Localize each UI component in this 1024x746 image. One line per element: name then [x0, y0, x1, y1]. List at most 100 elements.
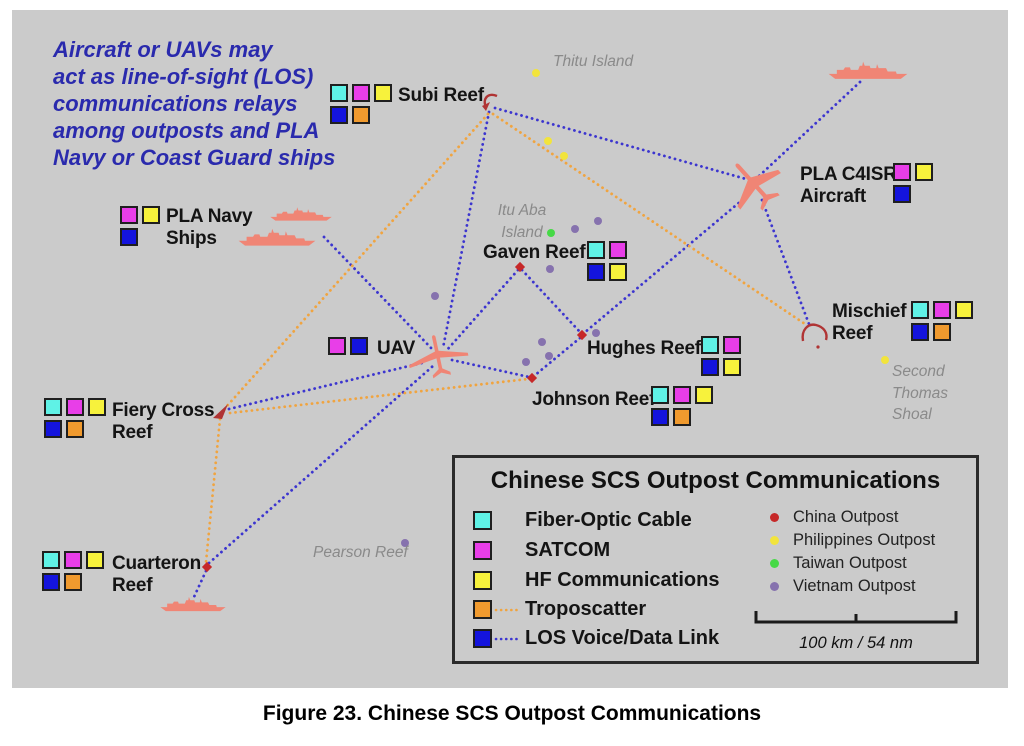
mischief-reef-tropo-square — [933, 323, 951, 341]
place-label-pearson-reef: Pearson Reef — [313, 542, 408, 564]
los-link-cuarteron-reef-uav — [207, 364, 435, 565]
hughes-reef-satcom-square — [723, 336, 741, 354]
outpost-label-gaven-reef: Gaven Reef — [483, 242, 586, 264]
scale-bar-icon — [754, 611, 958, 624]
fiery-cross-reef-hf-square — [88, 398, 106, 416]
outpost-label-line: Reef — [832, 322, 873, 344]
pla-c4isr-aircraft-los-square — [893, 185, 911, 203]
taiwan-dot-icon — [770, 558, 779, 568]
cuarteron-reef-satcom-square — [64, 551, 82, 569]
vietnam-outpost-dot — [522, 358, 530, 366]
scale-label: 100 km / 54 nm — [799, 634, 913, 652]
legend-outpost-china: China Outpost — [767, 507, 899, 526]
scale-bar — [751, 608, 961, 628]
fiery-cross-reef-los-square — [44, 420, 62, 438]
tropo-link-subi-reef-mischief-reef — [491, 112, 807, 326]
ship-south-ship-icon — [160, 596, 226, 612]
legend-outpost-label: Taiwan Outpost — [793, 553, 907, 572]
outpost-label-line: Gaven Reef — [483, 242, 586, 263]
annotation-line: among outposts and PLA — [53, 118, 320, 143]
fiery-cross-marker-icon — [213, 404, 228, 419]
legend-item-label: Troposcatter — [525, 598, 647, 620]
hughes-reef-fiber-square — [701, 336, 719, 354]
vietnam-outpost-dot — [545, 352, 553, 360]
tropo-link-subi-reef-fiery-cross-reef — [225, 112, 490, 408]
los-link-gaven-reef-hughes-reef — [520, 268, 582, 334]
los-link-gaven-reef-uav — [445, 268, 520, 352]
china-dot-icon — [770, 512, 779, 522]
pla-c4isr-plane-aircraft-icon — [735, 163, 781, 211]
outpost-label-hughes-reef: Hughes Reef — [587, 338, 701, 360]
gaven-reef-satcom-square — [609, 241, 627, 259]
cuarteron-reef-fiber-square — [42, 551, 60, 569]
fiery-cross-reef-fiber-square — [44, 398, 62, 416]
los-link-cuarteron-reef-ship-south — [192, 569, 208, 599]
uav-satcom-square — [328, 337, 346, 355]
legend-outpost-vietnam: Vietnam Outpost — [767, 577, 916, 595]
outpost-label-line: Aircraft — [800, 185, 866, 207]
place-label-line: Pearson Reef — [313, 544, 408, 561]
hughes-reef-hf-square — [723, 358, 741, 376]
mischief-reef-outline-dot-icon — [816, 345, 820, 349]
los-link-uav-johnson-reef — [450, 358, 531, 379]
annotation-line: act as line-of-sight (LOS) — [53, 64, 314, 89]
vietnam-dot-icon — [770, 581, 779, 591]
cuarteron-reef-los-square — [42, 573, 60, 591]
outpost-label-line: PLA C4ISR — [800, 164, 897, 185]
johnson-reef-fiber-square — [651, 386, 669, 404]
vietnam-outpost-dot — [571, 225, 579, 233]
legend-outpost-label: China Outpost — [793, 507, 899, 526]
fiery-cross-reef-satcom-square — [66, 398, 84, 416]
outpost-label-line: PLA Navy — [166, 206, 253, 227]
outpost-label-line: Cuarteron — [112, 553, 201, 574]
outpost-label-line: Reef — [112, 574, 153, 596]
legend-title: Chinese SCS Outpost Communications — [490, 467, 941, 494]
subi-reef-los-square — [330, 106, 348, 124]
subi-reef-satcom-square — [352, 84, 370, 102]
legend-item-label: LOS Voice/Data Link — [525, 627, 720, 649]
subi-reef-tropo-square — [352, 106, 370, 124]
outpost-label-johnson-reef: Johnson Reef — [532, 389, 655, 411]
vietnam-outpost-dot — [546, 265, 554, 273]
satcom-swatch — [473, 541, 492, 560]
vietnam-outpost-dot — [431, 292, 439, 300]
vietnam-outpost-dot — [401, 539, 409, 547]
legend-item-gap — [492, 629, 525, 648]
pla-navy-ship-2-ship-icon — [238, 228, 316, 246]
legend-box: Chinese SCS Outpost Communications Fiber… — [452, 455, 979, 664]
place-label-line: Second — [892, 363, 945, 380]
pla-navy-ships-satcom-square — [120, 206, 138, 224]
place-label-line: Thitu Island — [553, 53, 634, 70]
pla-c4isr-aircraft-satcom-square — [893, 163, 911, 181]
annotation-line: communications relays — [53, 91, 298, 116]
outpost-label-line: Mischief — [832, 301, 907, 322]
philippines-outpost-dot — [544, 137, 552, 145]
tropo-swatch — [473, 600, 492, 619]
los-link-pla-ship-northeast-pla-c4isr-aircraft — [756, 80, 862, 179]
vietnam-outpost-dot — [538, 338, 546, 346]
fiery-cross-reef-tropo-square — [66, 420, 84, 438]
los-link-pla-c4isr-aircraft-hughes-reef — [582, 194, 749, 335]
tropo-link-fiery-cross-reef-johnson-reef — [228, 377, 530, 415]
place-label-line: Island — [501, 223, 543, 241]
outpost-label-line: Ships — [166, 227, 217, 249]
philippines-dot-icon — [770, 535, 779, 545]
philippines-outpost-dot — [881, 356, 889, 364]
legend-outpost-label: Philippines Outpost — [793, 530, 936, 549]
johnson-reef-los-square — [651, 408, 669, 426]
legend-item-gap — [492, 600, 525, 619]
legend-item-gap — [492, 541, 525, 560]
legend-item-satcom: SATCOM — [473, 539, 610, 561]
johnson-reef-hf-square — [695, 386, 713, 404]
outpost-label-line: Hughes Reef — [587, 338, 701, 359]
legend-item-hf: HF Communications — [473, 569, 719, 591]
fiber-swatch — [473, 511, 492, 530]
los-link-pla-navy-ships-uav — [322, 235, 435, 352]
pla-c4isr-aircraft-hf-square — [915, 163, 933, 181]
subi-reef-fiber-square — [330, 84, 348, 102]
place-label-thitu-island: Thitu Island — [553, 51, 633, 73]
